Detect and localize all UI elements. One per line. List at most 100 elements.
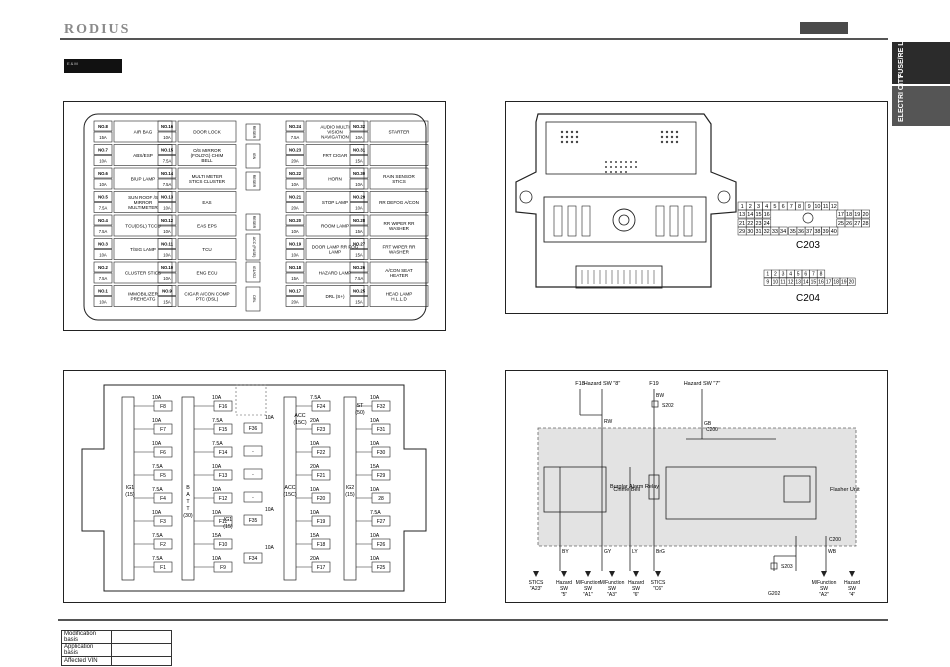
fuse-circuit-name-line: (FOLD'G) CHIM	[191, 153, 224, 158]
fuse-number: NO.28	[353, 218, 366, 223]
fuse-circuit-name-line: BELL	[201, 158, 213, 163]
fuse-slot	[285, 155, 305, 166]
fuse-amp: 15A	[355, 300, 363, 305]
fuse-circuit-name-line: B/UP LAMP	[131, 177, 155, 182]
fuse-circuit-name-line: AUDIO MULTI	[320, 124, 349, 129]
batt-col-fuse	[213, 492, 233, 504]
fuse-number: NO.32	[353, 124, 366, 129]
c203-pin	[861, 218, 870, 228]
c203-pin	[795, 201, 804, 211]
lamp-col-fuse	[311, 561, 331, 573]
st-label: ST(50)	[355, 403, 365, 416]
c204-pin	[847, 277, 856, 286]
fuse-circuit-name-line: WASHER	[389, 226, 410, 231]
lamp-col-amp: 20A	[310, 556, 320, 562]
ig2-col-amp: 7.5A	[370, 510, 381, 516]
revision-row: Affected VIN	[61, 656, 172, 666]
terminal-label-part: "C6"	[653, 586, 663, 592]
fuse-number: NO.25	[353, 289, 366, 294]
revision-label: Application basis	[61, 643, 112, 657]
fuse-circuit-box	[369, 144, 429, 166]
c203-pin-num: 9	[808, 204, 811, 210]
c203-pin-num: 35	[790, 229, 796, 235]
pin-row-small	[581, 270, 655, 284]
lamp-col-fuse	[311, 492, 331, 504]
fuse-slot	[349, 261, 369, 273]
ig2-col-label-part: (15)	[345, 492, 355, 498]
c203-pin-num: 6	[782, 204, 785, 210]
fuse-amp: 10A	[291, 253, 299, 258]
c203-pin	[778, 226, 788, 236]
ig1-col-fuse	[153, 561, 173, 573]
fuse-slot	[157, 178, 177, 190]
c203-pin-num: 20	[862, 212, 868, 218]
fuse-amp: 10A	[355, 182, 363, 187]
revision-value	[111, 643, 172, 657]
fuse-number: NO.13	[161, 195, 174, 200]
batt-col-label-part: T	[186, 499, 190, 505]
c204-pin-num: 10	[773, 280, 779, 286]
c203-pin-num: 12	[831, 204, 837, 210]
fuse-circuit-name-line: WASHER	[389, 250, 410, 255]
fuse-circuit-name-line: DOOR LAMP RR FOG	[312, 244, 359, 249]
ig2-col-id: F27	[377, 519, 386, 525]
col3-amp: 10A	[265, 507, 275, 513]
fuse-slot	[157, 238, 177, 249]
terminal-label-part: M/Function	[600, 580, 625, 586]
fuse-circuit-name-line: DRL (S+)	[325, 294, 345, 299]
fuse-box-2-spare	[235, 384, 267, 416]
fuse-circuit-box	[369, 285, 429, 307]
st-label-part: ST	[357, 403, 365, 409]
fuse-slot	[349, 296, 369, 307]
revision-label: Modification basis	[61, 630, 112, 644]
fuse-box-2-outline	[81, 384, 427, 592]
lamp-col-busbar	[283, 396, 297, 581]
c204-pin-num: 15	[811, 280, 817, 286]
fuse-slot	[93, 296, 113, 307]
wire-wb: WB	[828, 549, 837, 555]
wire-ly: LY	[632, 549, 638, 555]
burglar-alarm-relay-label: Burglar Alarm Relay	[610, 484, 659, 490]
fuse-circuit-name: DRL (S+)	[325, 294, 345, 299]
c204-pin-num: 12	[788, 280, 794, 286]
batt-col-id: F15	[219, 427, 228, 433]
fuse-slot	[349, 285, 369, 296]
fuse-circuit-name: STOP LAMP	[322, 200, 348, 205]
fuse-slot	[349, 178, 369, 190]
fuse-number: NO.22	[289, 171, 302, 176]
batt-col-fuse	[213, 538, 233, 550]
fuse-amp: 7.5A	[99, 206, 108, 211]
socket-slot	[581, 205, 591, 237]
c204-pin-num: 14	[803, 280, 809, 286]
fuse-slot	[349, 214, 369, 226]
junction-box-outline	[515, 113, 737, 288]
fuse-circuit-name-line: EAS EPS	[197, 224, 217, 229]
side-tab-fuse-relay[interactable]: FUSE/RE LAY	[892, 32, 950, 84]
lamp-col-amp: 20A	[310, 464, 320, 470]
fuse-circuit-box	[369, 261, 429, 284]
lamp-col-fuse	[311, 469, 331, 481]
terminal-label-part: STICS	[529, 580, 544, 586]
socket-slot	[553, 205, 563, 237]
batt-col-id: F9	[220, 565, 226, 571]
fuse-slot	[285, 238, 305, 249]
wire-brg: BrG	[656, 549, 665, 555]
batt-col-fuse	[213, 446, 233, 458]
lamp-col-fuse	[311, 400, 331, 412]
fuse-slot	[349, 144, 369, 155]
fuse-box-2-diagram: 10AF810AF710AF67.5AF57.5AF410AF37.5AF27.…	[81, 384, 427, 592]
fuse-circuit-box	[113, 285, 173, 307]
col3-amp: 10A	[265, 415, 275, 421]
flasher-unit-label: Flasher Unit	[830, 487, 860, 493]
fuse-amp: 20A	[291, 159, 299, 164]
fuse-circuit-box	[305, 214, 365, 237]
fuse-slot	[93, 261, 113, 273]
fuse-number: NO.5	[98, 195, 108, 200]
batt-col-amp: 10A	[212, 464, 222, 470]
side-tab-electricity[interactable]: ELECTRI CITY	[892, 74, 950, 126]
fuse-circuit-name-line: HEAD LAMP	[386, 291, 413, 296]
